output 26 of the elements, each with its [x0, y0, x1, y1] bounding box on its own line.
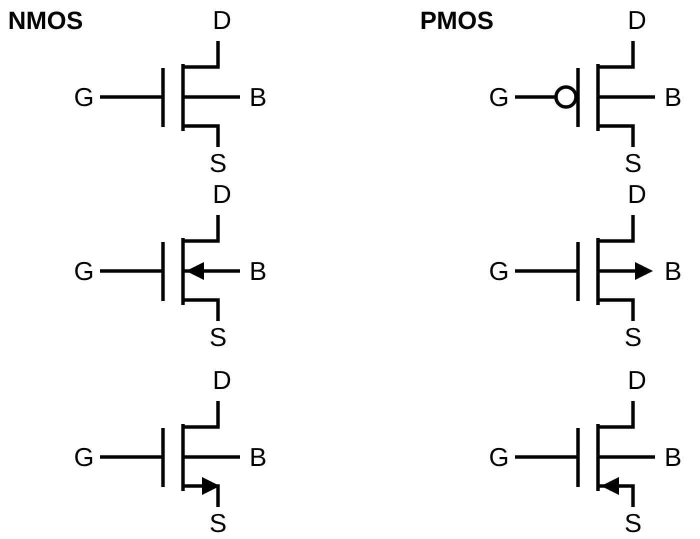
terminal-label: S — [209, 150, 227, 176]
terminal-label: B — [664, 258, 682, 284]
terminal-label: D — [212, 367, 232, 393]
terminal-label: G — [488, 84, 510, 110]
terminal-label: B — [249, 444, 267, 470]
terminal-label: D — [628, 7, 646, 33]
terminal-label: G — [74, 84, 94, 110]
terminal-label: G — [74, 444, 94, 470]
terminal-label: D — [628, 181, 646, 207]
terminal-label: G — [488, 444, 510, 470]
terminal-label: S — [624, 150, 642, 176]
terminal-label: D — [212, 7, 232, 33]
terminal-label: D — [628, 367, 646, 393]
transistor-type-heading: PMOS — [420, 8, 494, 34]
terminal-label: B — [664, 84, 682, 110]
terminal-label: G — [488, 258, 510, 284]
terminal-label: S — [624, 324, 642, 350]
terminal-label: B — [249, 258, 267, 284]
terminal-label: S — [209, 510, 227, 536]
terminal-label: D — [212, 181, 232, 207]
terminal-label: G — [74, 258, 94, 284]
terminal-label: B — [249, 84, 267, 110]
terminal-label: B — [664, 444, 682, 470]
terminal-label: S — [209, 324, 227, 350]
transistor-type-heading: NMOS — [8, 8, 83, 34]
terminal-label: S — [624, 510, 642, 536]
